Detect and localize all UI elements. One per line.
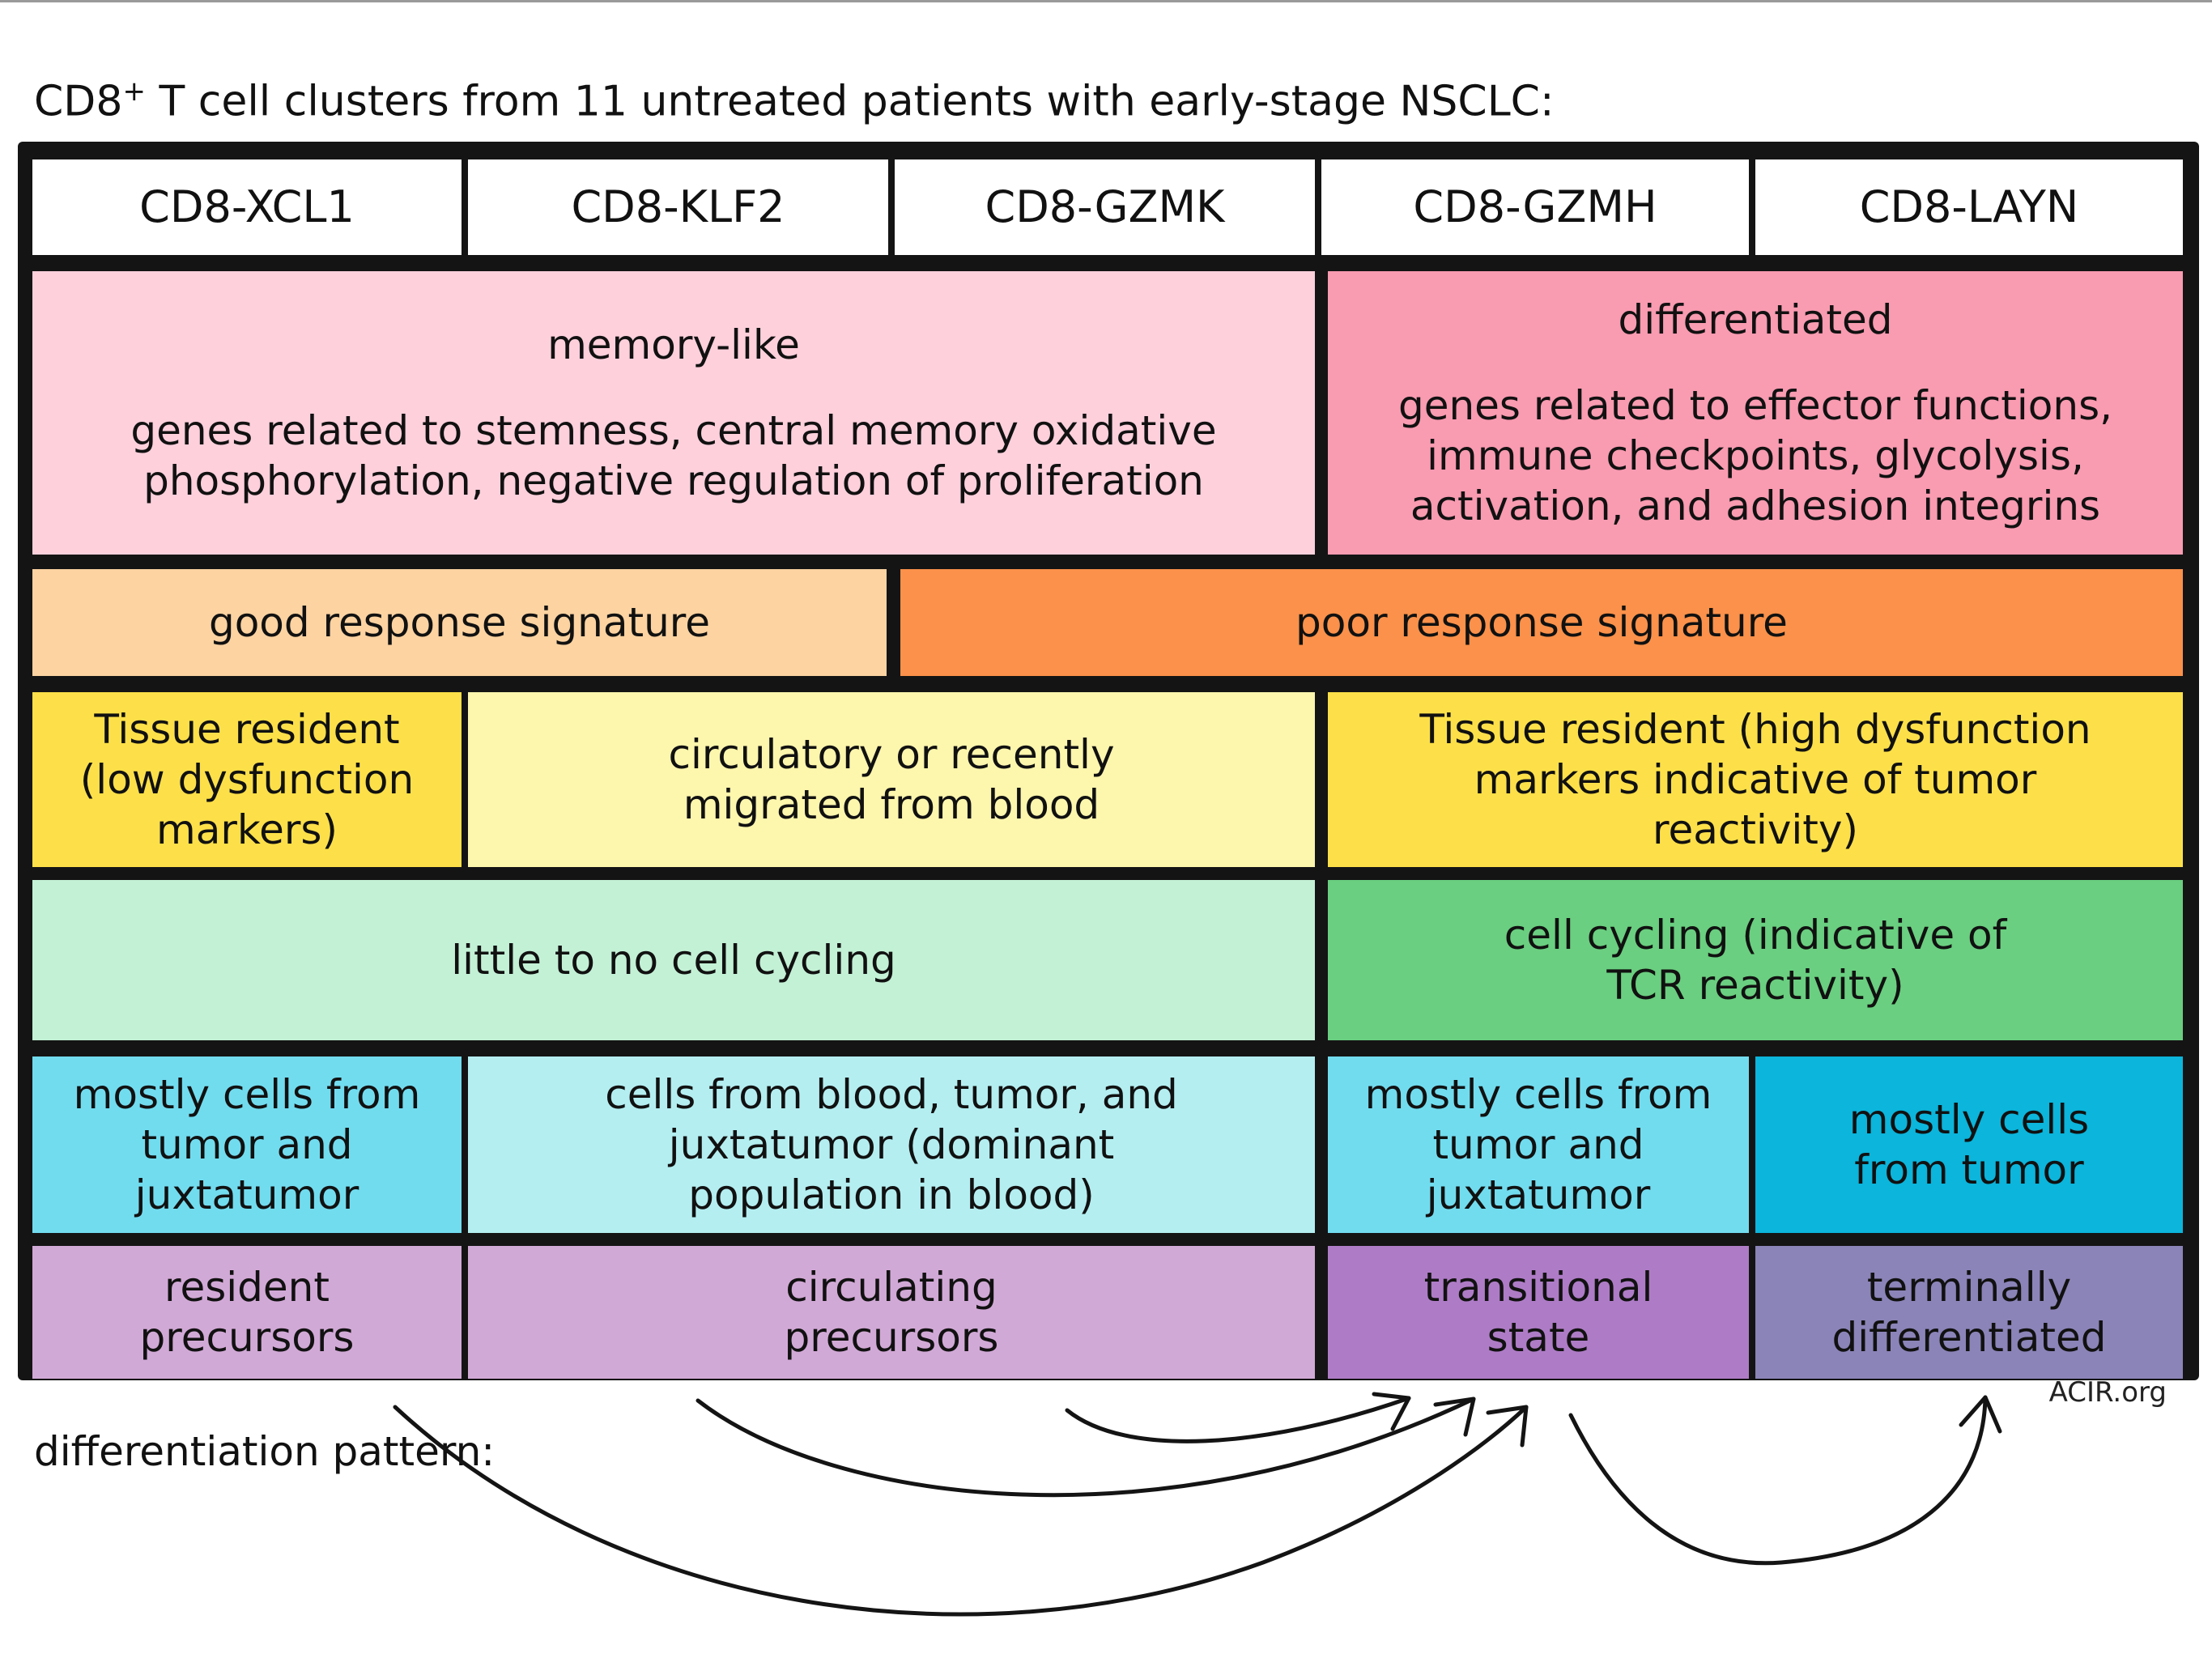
terminally-differentiated-block: terminally differentiated xyxy=(1755,1246,2183,1379)
origin-xcl1-block: mostly cells from tumor and juxtatumor xyxy=(32,1056,462,1233)
differentiated-description: genes related to effector functions, imm… xyxy=(1397,382,2113,529)
differentiated-heading: differentiated xyxy=(1618,296,1893,343)
title-rest: T cell clusters from 11 untreated patien… xyxy=(145,77,1555,126)
arrowhead-xcl1-to-gzmh xyxy=(1486,1405,1529,1448)
arrow-gzmh-to-layn xyxy=(1568,1395,1988,1566)
origin-gzmh-block: mostly cells from tumor and juxtatumor xyxy=(1328,1056,1749,1233)
tissue-resident-low-block: Tissue resident (low dysfunction markers… xyxy=(32,692,462,867)
cluster-table: CD8-XCL1 CD8-KLF2 CD8-GZMK CD8-GZMH CD8-… xyxy=(18,142,2199,1380)
transitional-state-block: transitional state xyxy=(1328,1246,1749,1379)
arrowhead-gzmk-to-gzmh xyxy=(1372,1392,1411,1431)
differentiated-block: differentiated genes related to effector… xyxy=(1328,271,2183,555)
memory-like-description: genes related to stemness, central memor… xyxy=(130,407,1217,504)
title-prefix: CD8 xyxy=(34,77,123,126)
circulatory-block: circulatory or recently migrated from bl… xyxy=(468,692,1315,867)
arrowhead-klf2-to-gzmh xyxy=(1433,1397,1476,1437)
resident-precursors-block: resident precursors xyxy=(32,1246,462,1379)
header-cd8-layn: CD8-LAYN xyxy=(1755,159,2183,255)
good-response-block: good response signature xyxy=(32,569,887,676)
header-cd8-gzmh: CD8-GZMH xyxy=(1321,159,1749,255)
cell-cycling-block: cell cycling (indicative of TCR reactivi… xyxy=(1328,880,2183,1040)
arrow-xcl1-to-gzmh xyxy=(393,1405,1529,1617)
memory-like-block: memory-like genes related to stemness, c… xyxy=(32,271,1315,555)
title-superscript: + xyxy=(122,75,146,108)
memory-like-heading: memory-like xyxy=(547,321,800,368)
tissue-resident-high-block: Tissue resident (high dysfunction marker… xyxy=(1328,692,2183,867)
origin-layn-block: mostly cells from tumor xyxy=(1755,1056,2183,1233)
arrow-klf2-to-gzmh xyxy=(696,1397,1476,1498)
poor-response-block: poor response signature xyxy=(900,569,2183,676)
circulating-precursors-block: circulating precursors xyxy=(468,1246,1315,1379)
top-rule xyxy=(0,0,2212,2)
credit-label: ACIR.org xyxy=(2048,1376,2167,1409)
little-cycling-block: little to no cell cycling xyxy=(32,880,1315,1040)
arrow-gzmk-to-gzmh xyxy=(1065,1396,1411,1443)
header-cd8-xcl1: CD8-XCL1 xyxy=(32,159,462,255)
header-cd8-klf2: CD8-KLF2 xyxy=(468,159,888,255)
arrowhead-gzmh-to-layn xyxy=(1959,1395,2002,1434)
differentiation-pattern-label: differentiation pattern: xyxy=(34,1428,496,1475)
origin-klf2-gzmk-block: cells from blood, tumor, and juxtatumor … xyxy=(468,1056,1315,1233)
page-title: CD8+ T cell clusters from 11 untreated p… xyxy=(34,63,1555,130)
header-cd8-gzmk: CD8-GZMK xyxy=(895,159,1315,255)
